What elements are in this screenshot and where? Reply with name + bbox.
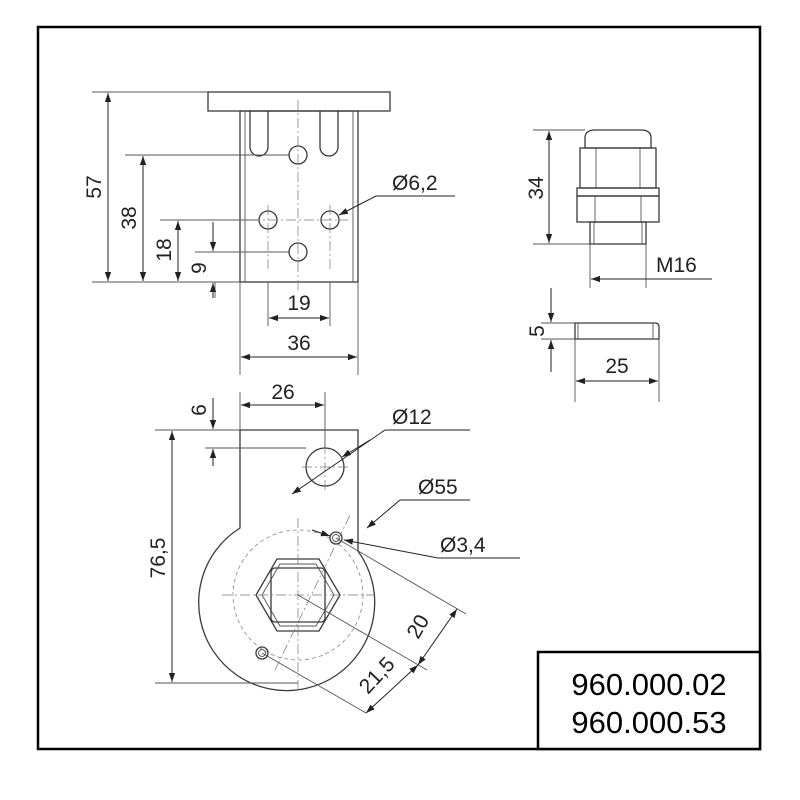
nut-view — [574, 322, 660, 340]
dim-circle-55-label: Ø55 — [418, 476, 458, 499]
drawing-frame — [36, 25, 762, 751]
bracket-front-view — [207, 91, 391, 290]
dim-hole-6-2-label: Ø6,2 — [392, 172, 438, 195]
dim-20-label: 20 — [403, 611, 435, 643]
dim-57-label: 57 — [83, 175, 106, 198]
dim-25-label: 25 — [605, 355, 628, 378]
dim-hole-3-4-label: Ø3,4 — [440, 534, 486, 557]
part-number-2: 960.000.53 — [571, 705, 726, 740]
part-number-box — [536, 650, 762, 751]
flange-dimensions — [155, 392, 520, 714]
dim-38-label: 38 — [118, 206, 141, 229]
part-number-1: 960.000.02 — [571, 667, 726, 702]
dim-21-5-label: 21,5 — [355, 653, 400, 699]
dim-18-label: 18 — [153, 238, 176, 261]
dim-9-label: 9 — [188, 262, 211, 274]
dim-34-label: 34 — [525, 176, 548, 200]
cable-gland-dimensions — [533, 129, 712, 288]
bracket-dimensions — [92, 91, 455, 375]
dim-hole-12-label: Ø12 — [392, 406, 432, 429]
dim-5-label: 5 — [526, 325, 549, 337]
dim-6-label: 6 — [188, 404, 211, 416]
dim-76-5-label: 76,5 — [147, 538, 170, 579]
nut-dimensions — [541, 288, 660, 402]
dim-19-label: 19 — [287, 292, 310, 315]
cable-gland-view — [576, 129, 660, 245]
flange-view — [198, 429, 376, 692]
dim-m16-label: M16 — [656, 254, 697, 277]
dim-26-label: 26 — [271, 381, 294, 404]
dim-36-label: 36 — [287, 332, 310, 355]
